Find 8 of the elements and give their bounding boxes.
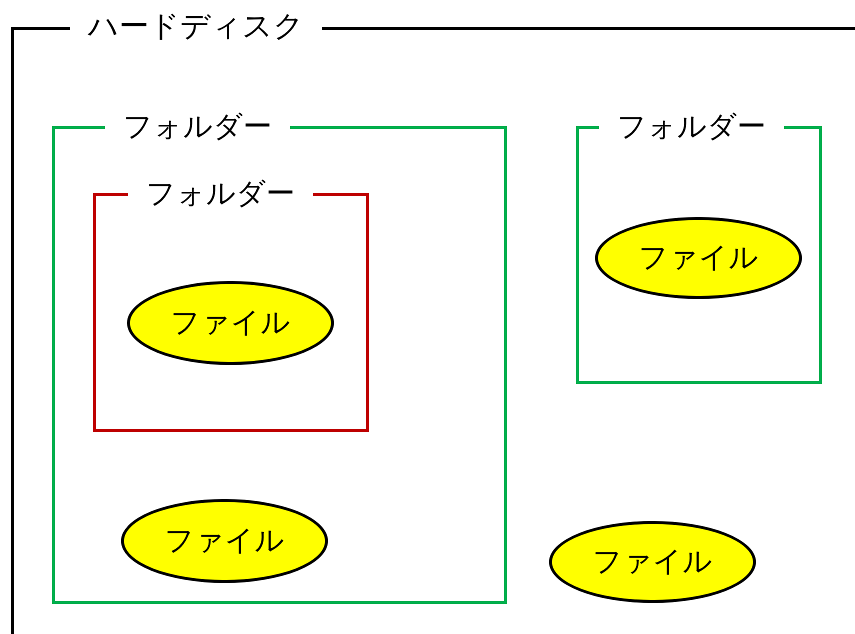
file-ellipse: ファイル	[549, 521, 756, 603]
folder-label: ハードディスク	[70, 12, 322, 42]
folder-label: フォルダー	[128, 178, 313, 208]
file-ellipse: ファイル	[595, 217, 802, 299]
folder-label: フォルダー	[105, 112, 290, 141]
file-ellipse: ファイル	[121, 499, 328, 583]
file-ellipse: ファイル	[127, 281, 334, 365]
folder-label: フォルダー	[599, 112, 784, 141]
